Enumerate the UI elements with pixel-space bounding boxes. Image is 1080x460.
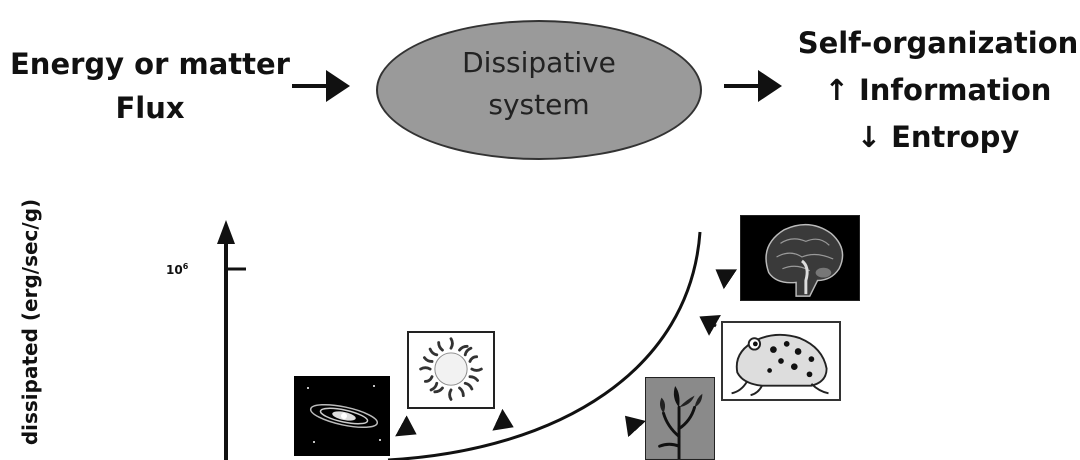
- galaxy-pointer-arrow: [395, 415, 417, 437]
- galaxy-image: [294, 376, 390, 456]
- sun-image: [407, 331, 495, 409]
- plant-image: [645, 377, 715, 460]
- output-result-label: Self-organization ↑ Information ↓ Entrop…: [796, 20, 1080, 161]
- input-flux-label: Energy or matter Flux: [0, 42, 300, 130]
- system-label-line-2: system: [488, 88, 590, 121]
- dissipation-growth-curve: [387, 231, 702, 460]
- y-axis-tick-label: 106: [166, 262, 188, 277]
- dissipative-system-label: Dissipative system: [376, 42, 702, 126]
- system-label-line-1: Dissipative: [462, 46, 616, 79]
- frog-image: [721, 321, 841, 401]
- sun-pointer-arrow: [492, 408, 514, 431]
- output-label-line-3: ↓ Entropy: [856, 120, 1020, 154]
- output-label-line-2: ↑ Information: [824, 73, 1052, 107]
- tick-base: 10: [166, 263, 183, 277]
- y-axis-label: dissipated (erg/sec/g): [18, 198, 42, 446]
- brain-image: [740, 215, 860, 301]
- y-axis-arrowhead: [217, 220, 235, 244]
- input-label-line-1: Energy or matter: [10, 47, 290, 81]
- tick-exponent: 6: [182, 262, 189, 271]
- input-label-line-2: Flux: [115, 91, 185, 125]
- dissipative-system-node: [376, 20, 702, 160]
- brain-pointer-arrow: [715, 269, 738, 290]
- output-label-line-1: Self-organization: [797, 26, 1079, 60]
- plant-pointer-arrow: [624, 415, 646, 438]
- frog-pointer-arrow: [699, 315, 721, 336]
